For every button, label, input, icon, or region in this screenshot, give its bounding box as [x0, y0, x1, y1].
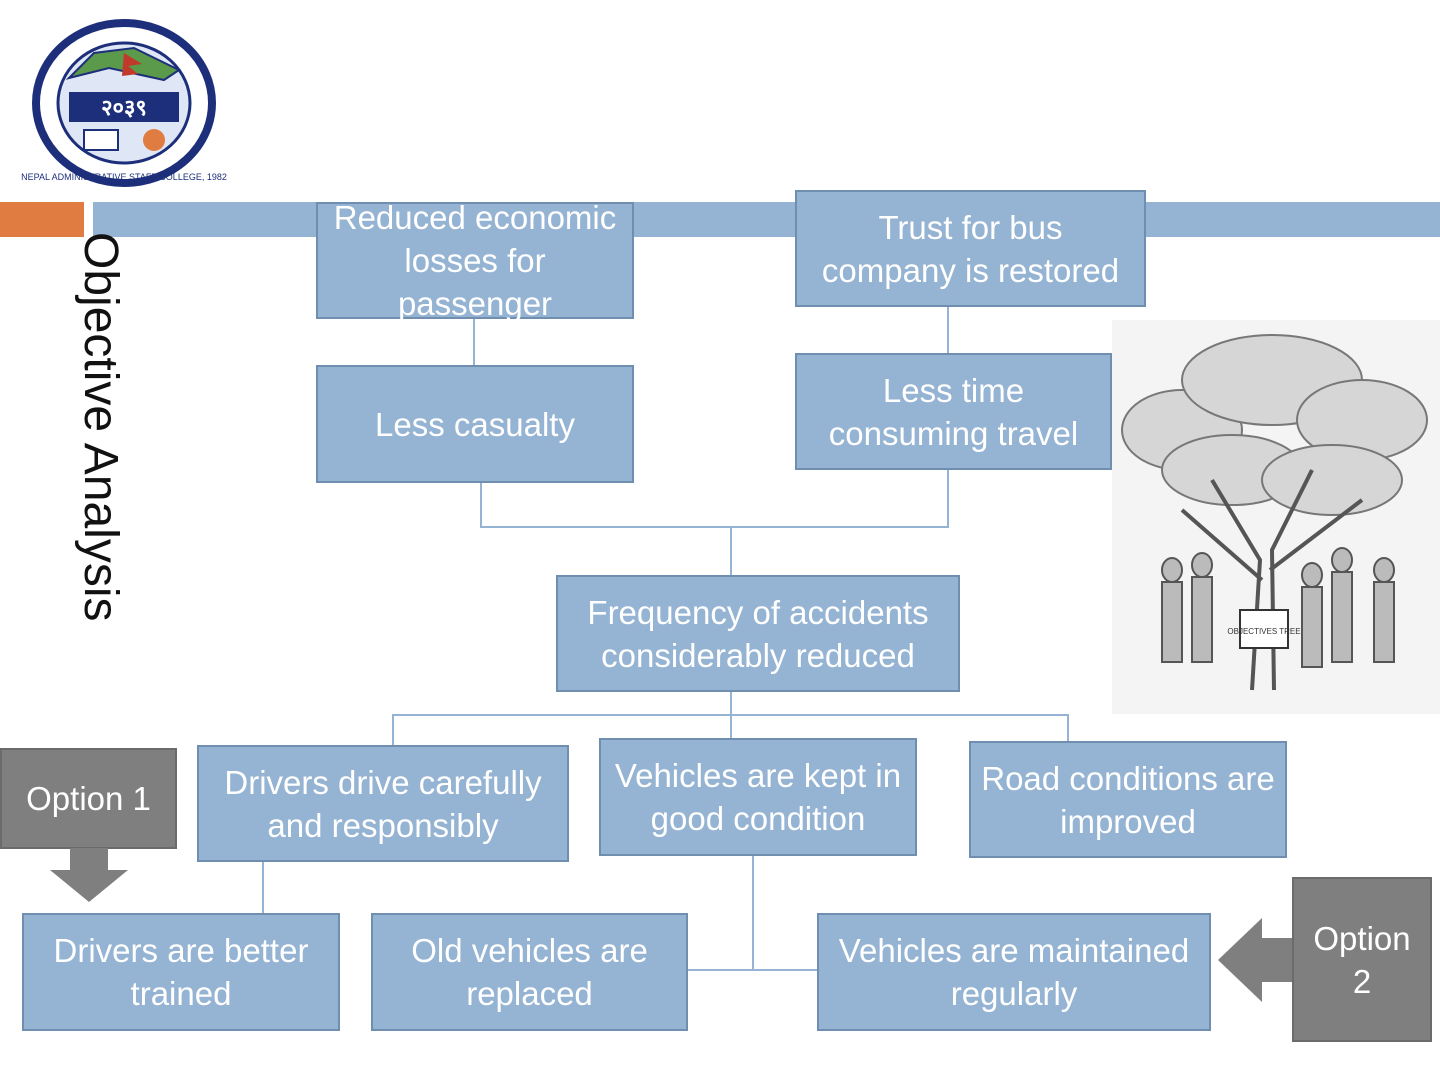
box-drivers-trained: Drivers are better trained [22, 913, 340, 1031]
box-trust-restored: Trust for bus company is restored [795, 190, 1146, 307]
box-label: Road conditions are improved [981, 759, 1275, 840]
box-label: Trust for bus company is restored [821, 208, 1120, 289]
logo-ring-text: NEPAL ADMINISTRATIVE STAFF COLLEGE, 1982 [21, 172, 227, 182]
box-label: Frequency of accidents considerably redu… [587, 593, 929, 674]
option-2-label: Option 2 [1292, 877, 1432, 1042]
box-label: Less casualty [375, 405, 575, 443]
box-less-time-travel: Less time consuming travel [795, 353, 1112, 470]
connector [392, 714, 394, 746]
objectives-tree-illustration: OBJECTIVES TREE [1112, 320, 1440, 714]
slide-title: Objective Analysis [74, 232, 127, 622]
tree-sign-text: OBJECTIVES TREE [1227, 627, 1300, 636]
connector [687, 969, 818, 971]
connector [947, 469, 949, 528]
option-1-label: Option 1 [0, 748, 177, 849]
box-vehicles-maintained: Vehicles are maintained regularly [817, 913, 1211, 1031]
connector [730, 526, 732, 576]
connector [1067, 714, 1069, 742]
box-label: Drivers are better trained [53, 932, 309, 1012]
down-arrow-icon [50, 848, 128, 902]
box-reduced-economic-losses: Reduced economic losses for passenger [316, 199, 634, 322]
connector [473, 318, 475, 366]
connector [480, 482, 482, 528]
title-bar [93, 202, 1440, 237]
box-less-casualty: Less casualty [316, 365, 634, 483]
box-road-conditions: Road conditions are improved [969, 741, 1287, 858]
box-label: Vehicles are kept in good condition [614, 757, 902, 837]
box-drivers-careful: Drivers drive carefully and responsibly [197, 745, 569, 862]
connector [947, 306, 949, 354]
box-label: Old vehicles are replaced [411, 932, 648, 1012]
orange-accent-bar [0, 202, 84, 237]
connector [262, 862, 264, 914]
box-label: Reduced economic losses for passenger [333, 199, 617, 322]
connector [752, 855, 754, 971]
left-arrow-icon [1218, 918, 1296, 1002]
box-label: Less time consuming travel [828, 371, 1079, 452]
logo-emblem-text: २०३९ [101, 95, 147, 120]
box-vehicles-good-condition: Vehicles are kept in good condition [599, 738, 917, 856]
box-label: Vehicles are maintained regularly [838, 932, 1190, 1012]
college-logo: २०३९ NEPAL ADMINISTRATIVE STAFF COLLEGE,… [14, 8, 227, 188]
box-accidents-reduced: Frequency of accidents considerably redu… [556, 575, 960, 692]
connector [392, 714, 1068, 716]
box-label: Drivers drive carefully and responsibly [224, 763, 542, 844]
connector [480, 526, 949, 528]
box-old-vehicles-replaced: Old vehicles are replaced [371, 913, 688, 1031]
